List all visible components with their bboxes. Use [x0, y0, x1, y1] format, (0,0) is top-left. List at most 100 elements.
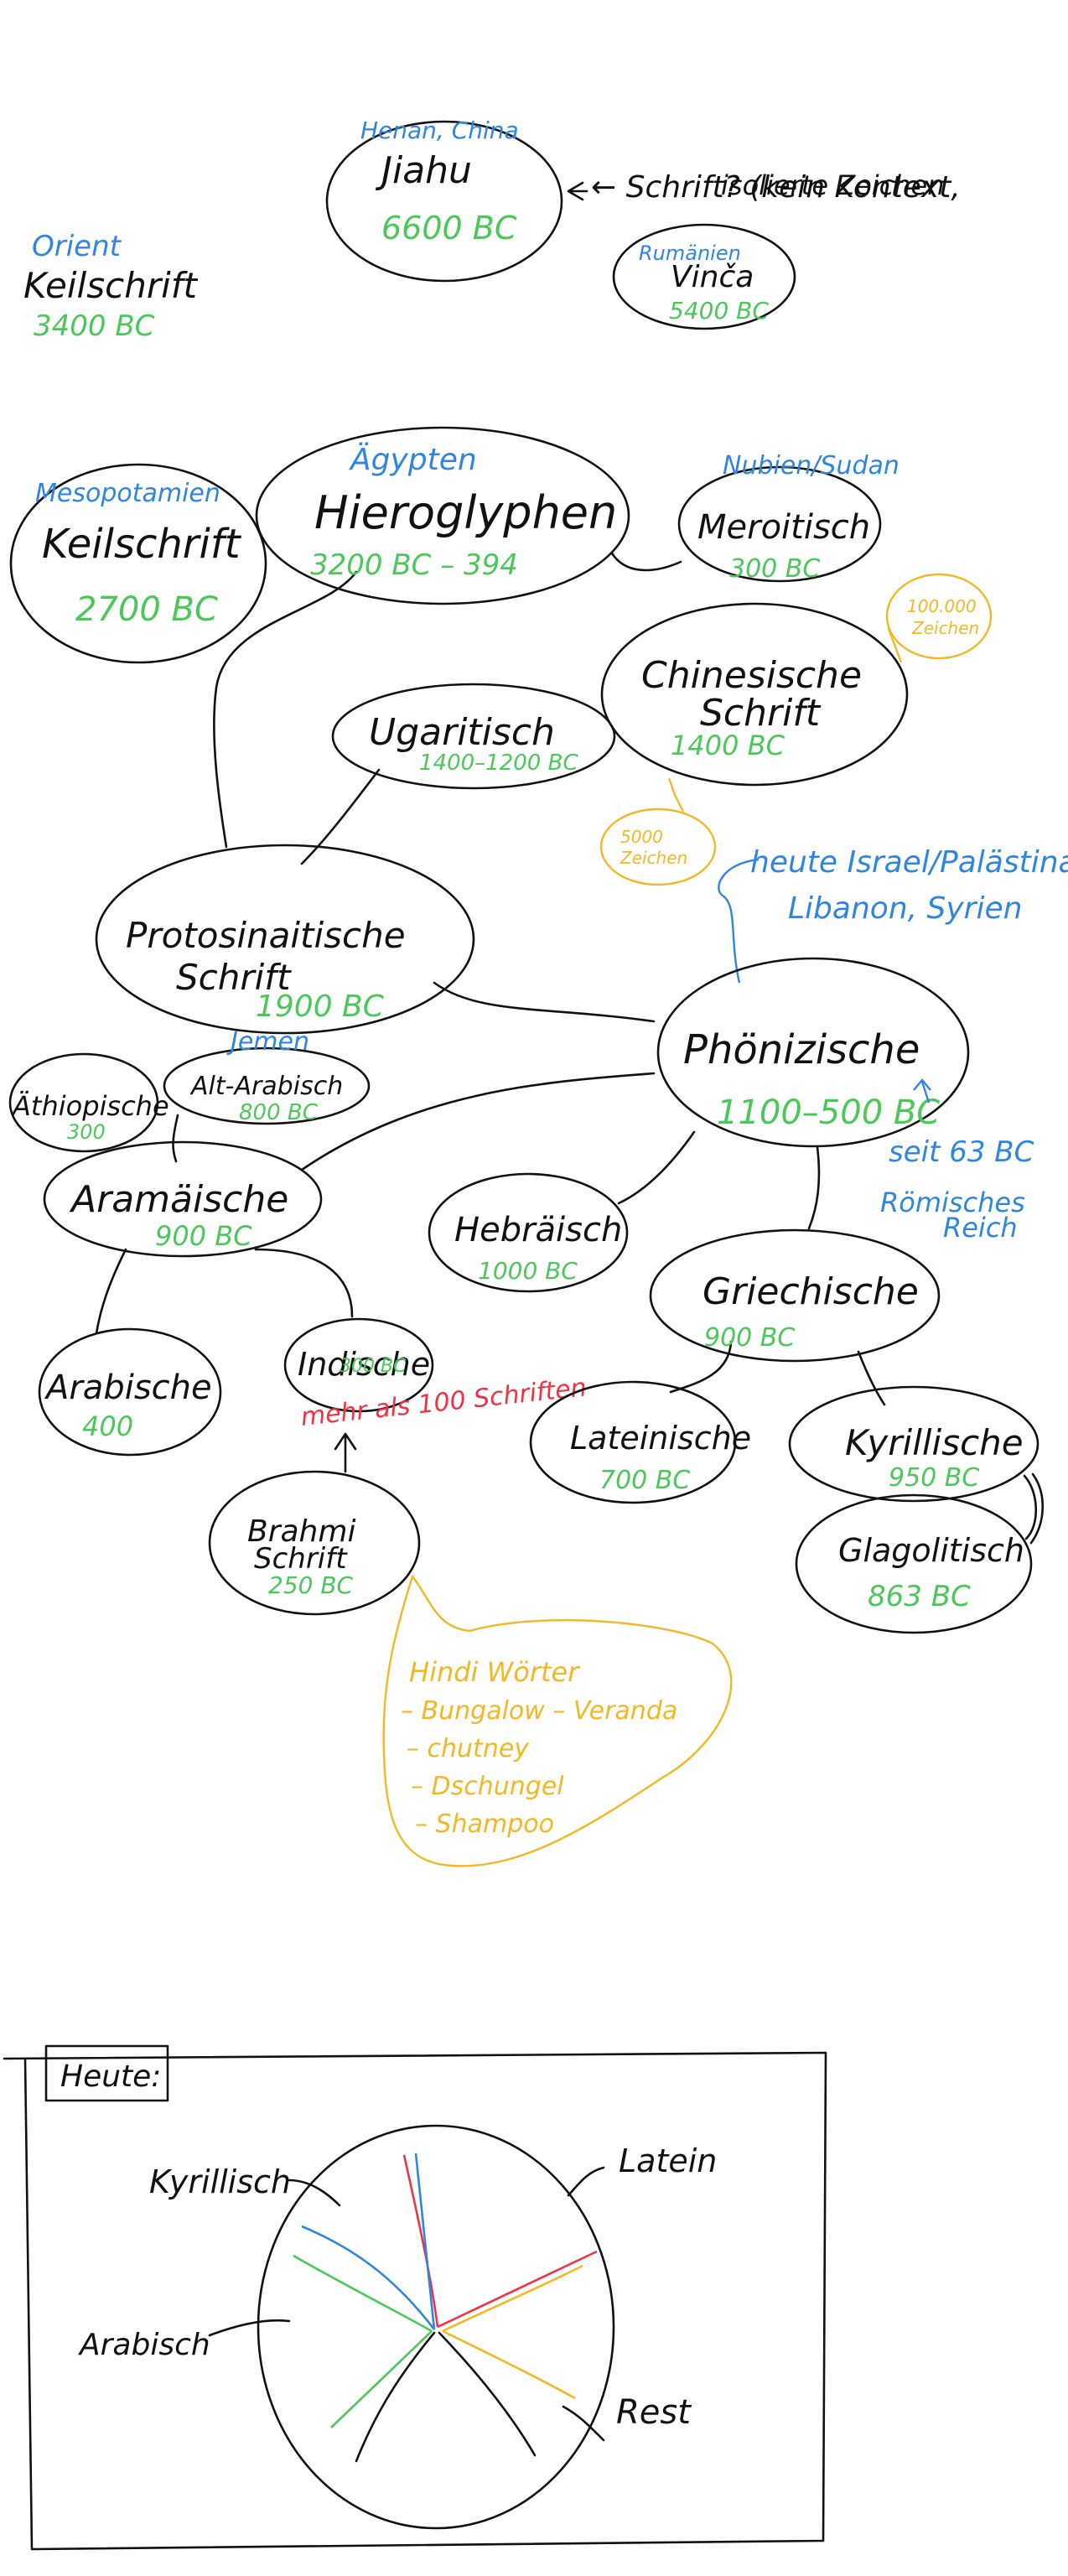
- node-vinca: Rumänien Vinča 5400 BC: [612, 223, 796, 330]
- link-phoen-griech: [807, 1145, 821, 1230]
- date-label: 300 BC: [729, 554, 820, 584]
- date-label: 400: [82, 1410, 133, 1442]
- script-name: Lateinische: [570, 1420, 751, 1457]
- link-altar-aram: [172, 1114, 179, 1163]
- date-label: 1400–1200 BC: [419, 750, 578, 776]
- note-100000-zeichen: 100.000 Zeichen: [885, 573, 993, 663]
- script-name: Chinesische: [641, 654, 862, 697]
- note-israel: heute Israel/Palästina Libanon, Syrien: [718, 845, 1068, 984]
- node-outline: [325, 120, 563, 283]
- node-ugaritisch: Ugaritisch 1400–1200 BC: [331, 683, 616, 790]
- node-outline: [656, 957, 970, 1148]
- pie-label-kyrillisch: Kyrillisch: [149, 2163, 291, 2200]
- pie-label-arabisch: Arabisch: [78, 2328, 210, 2362]
- pie-label-latein: Latein: [619, 2142, 717, 2179]
- node-outline: [795, 1493, 1033, 1634]
- node-glagolitisch: Glagolitisch 863 BC: [795, 1493, 1033, 1634]
- note-pointer: [913, 1078, 931, 1104]
- link-aram-arab: [95, 1248, 127, 1335]
- node-outline: [95, 844, 475, 1035]
- note-pointer: [667, 777, 685, 813]
- today-section: Heute: Kyrillisch Latein Arabisch Rest: [3, 2044, 827, 2551]
- today-pie-outline: [257, 2124, 615, 2530]
- note-text: 100.000: [907, 596, 977, 616]
- script-name: Schrift: [700, 692, 822, 735]
- script-name: Keilschrift: [23, 265, 199, 306]
- date-label: 863 BC: [868, 1580, 971, 1613]
- note-roemisches-reich: seit 63 BC Römisches Reich: [880, 1078, 1034, 1244]
- note-line: isolierte Zeichen: [721, 169, 945, 201]
- date-label: 1400 BC: [671, 730, 785, 761]
- date-label: 950 BC: [889, 1463, 979, 1493]
- today-label-box: [44, 2044, 169, 2102]
- script-name: Meroitisch: [697, 508, 870, 547]
- script-name: Jiahu: [375, 149, 472, 192]
- note-pointer: [718, 858, 760, 984]
- script-name: Äthiopische: [11, 1090, 169, 1122]
- date-label: 300 BC: [340, 1356, 407, 1377]
- today-frame: [3, 2051, 827, 2551]
- pie-latin-boundary: [402, 2154, 598, 2329]
- node-hieroglyphen: Ägypten Hieroglyphen 3200 BC – 394: [255, 426, 630, 605]
- node-outline: [788, 1385, 1039, 1503]
- node-aethiopisch: Äthiopische 300: [8, 1052, 169, 1153]
- jiahu-note: ← Schrift? (kein Kontext, isolierte Zeic…: [591, 169, 961, 205]
- script-name: Vinča: [671, 260, 754, 294]
- note-text: 5000: [620, 827, 663, 847]
- note-text: Reich: [943, 1212, 1018, 1244]
- note-text: – Bungalow – Veranda: [401, 1696, 677, 1726]
- node-outline: [677, 465, 882, 583]
- script-name: Glagolitisch: [838, 1532, 1024, 1569]
- note-text: heute Israel/Palästina: [750, 845, 1068, 880]
- script-name: Ugaritisch: [369, 711, 555, 754]
- note-text: seit 63 BC: [889, 1135, 1034, 1169]
- note-text: – chutney: [407, 1734, 530, 1763]
- link-proto-phoen: [433, 981, 656, 1023]
- node-phoenizisch: Phönizische 1100–500 BC: [656, 957, 970, 1148]
- node-outline: [331, 683, 616, 790]
- date-label: 900 BC: [155, 1220, 252, 1252]
- pie-kyrillisch-boundary: [301, 2153, 436, 2330]
- pie-label-rest: Rest: [616, 2393, 692, 2432]
- node-outline: [43, 1140, 323, 1258]
- node-outline: [38, 1327, 222, 1457]
- script-name: Schrift: [176, 957, 292, 998]
- region-label: Mesopotamien: [35, 479, 220, 508]
- link-phoen-aram: [300, 1072, 656, 1171]
- node-outline: [9, 463, 267, 664]
- date-label: 2700 BC: [75, 590, 218, 629]
- connectors: [95, 181, 1045, 1545]
- script-name: Alt-Arabisch: [189, 1072, 343, 1101]
- today-label: Heute:: [60, 2059, 161, 2094]
- node-hebraeisch: Hebräisch 1000 BC: [428, 1172, 629, 1293]
- note-bubble: [885, 573, 993, 660]
- pointer-kyrillisch: [288, 2179, 341, 2207]
- date-label: 250 BC: [268, 1571, 354, 1599]
- date-label: 800 BC: [239, 1100, 319, 1125]
- note-text: – Dschungel: [411, 1772, 564, 1801]
- date-label: 6600 BC: [381, 210, 517, 247]
- note-line: ← Schrift? (kein Kontext,: [591, 170, 961, 205]
- script-name: Aramäische: [69, 1178, 288, 1221]
- region-label: Nubien/Sudan: [723, 451, 900, 480]
- node-lateinisch: Lateinische 700 BC: [529, 1380, 751, 1504]
- note-text: Römisches: [880, 1187, 1025, 1218]
- note-text: Zeichen: [911, 618, 979, 638]
- node-outline: [163, 1046, 371, 1125]
- note-5000-zeichen: 5000 Zeichen: [599, 777, 717, 886]
- pointer-arabisch: [208, 2319, 291, 2337]
- node-arabisch: Arabische 400: [38, 1327, 222, 1457]
- node-outline: [612, 223, 796, 330]
- region-label: Henan, China: [360, 117, 519, 144]
- node-outline: [649, 1228, 941, 1363]
- node-outline: [8, 1052, 159, 1153]
- node-kyrillisch: Kyrillische 950 BC: [788, 1385, 1039, 1503]
- link-kyr-glag-2: [1029, 1472, 1045, 1545]
- script-name: Hieroglyphen: [314, 486, 617, 539]
- date-label: 1100–500 BC: [717, 1093, 940, 1132]
- node-outline: [529, 1380, 737, 1504]
- node-alt-arabisch: Jemen Alt-Arabisch 800 BC: [163, 1027, 371, 1125]
- pie-rest-boundary: [442, 2264, 583, 2400]
- script-name: Hebräisch: [454, 1211, 622, 1249]
